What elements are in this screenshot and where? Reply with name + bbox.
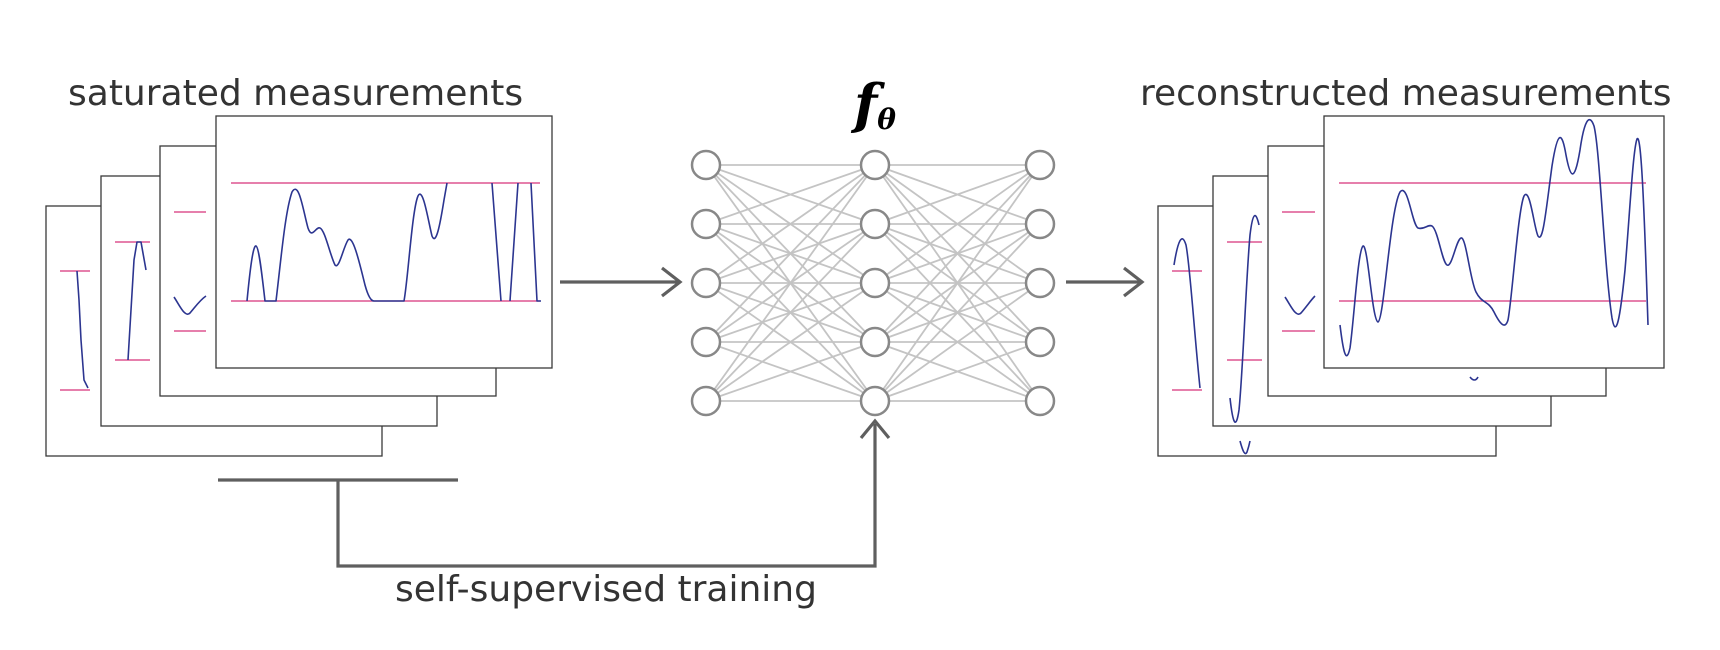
edge-l1-4-0	[874, 164, 1041, 402]
node-layer0-1	[690, 208, 722, 240]
node-layer1-0	[859, 149, 891, 181]
output-title: reconstructed measurements	[1140, 73, 1672, 114]
training-label: self-supervised training	[395, 569, 817, 610]
node-layer2-1	[1024, 208, 1056, 240]
edge-l0-4-3	[705, 341, 876, 402]
node-layer2-4	[1024, 385, 1056, 417]
node-layer2-0	[1024, 149, 1056, 181]
reconstructed-signal	[1339, 119, 1649, 357]
node-layer1-1	[859, 208, 891, 240]
output-stack	[1157, 115, 1665, 457]
node-layer1-2	[859, 267, 891, 299]
edge-l1-2-0	[874, 164, 1041, 284]
network-symbol-theta: θ	[877, 103, 896, 136]
edge-l0-1-0	[705, 164, 876, 225]
edge-l0-2-0	[705, 164, 876, 284]
node-layer1-3	[859, 326, 891, 358]
network-symbol: fθ	[850, 72, 896, 136]
network-edges	[705, 164, 1041, 402]
edge-l0-4-1	[705, 223, 876, 402]
node-layer1-4	[859, 385, 891, 417]
output-panel-1	[1323, 115, 1665, 369]
clipped-signal	[246, 182, 541, 302]
edge-l1-3-0	[874, 164, 1041, 343]
arrow-input-to-network	[560, 266, 683, 298]
node-layer2-3	[1024, 326, 1056, 358]
node-layer0-4	[690, 385, 722, 417]
input-panel-1	[215, 115, 553, 369]
input-stack	[45, 115, 553, 457]
node-layer0-0	[690, 149, 722, 181]
training-feedback-path	[218, 418, 891, 568]
node-layer2-2	[1024, 267, 1056, 299]
input-title: saturated measurements	[68, 73, 523, 114]
edge-l0-4-2	[705, 282, 876, 402]
edge-l0-4-0	[705, 164, 876, 402]
network-nodes	[690, 149, 1056, 417]
edge-l0-3-0	[705, 164, 876, 343]
edge-l1-4-2	[874, 282, 1041, 402]
edge-l1-1-0	[874, 164, 1041, 225]
node-layer0-2	[690, 267, 722, 299]
node-layer0-3	[690, 326, 722, 358]
arrow-network-to-output	[1066, 266, 1145, 298]
neural-network	[690, 149, 1056, 417]
edge-l1-4-1	[874, 223, 1041, 402]
edge-l1-4-3	[874, 341, 1041, 402]
